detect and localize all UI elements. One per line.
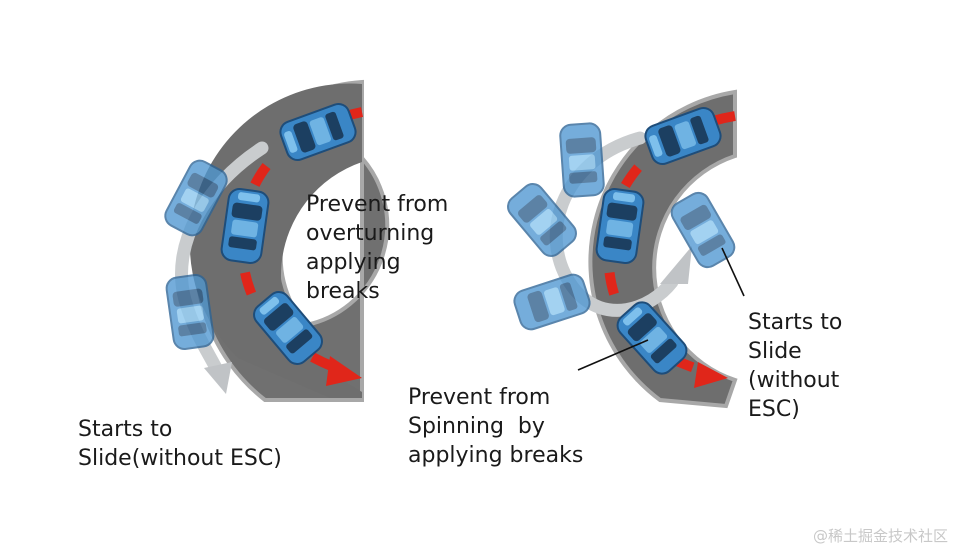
arrow-icon	[694, 362, 728, 388]
label-prevent-spinning: Prevent from Spinning by applying breaks	[408, 385, 584, 468]
car-icon	[510, 270, 594, 334]
arrow-icon	[326, 356, 362, 386]
car-icon	[558, 121, 606, 199]
label-prevent-overturning: Prevent from overturning applying breaks	[306, 192, 449, 304]
leader-line	[577, 339, 649, 371]
arrow-icon	[660, 246, 692, 284]
leader-line	[721, 247, 745, 297]
car-icon	[219, 186, 271, 266]
label-starts-to-slide-left: Starts to Slide(without ESC)	[78, 417, 282, 471]
label-starts-to-slide-right: Starts to Slide (without ESC)	[748, 310, 843, 422]
left-panel	[160, 79, 390, 402]
car-icon	[594, 186, 646, 266]
right-panel	[502, 89, 745, 409]
watermark: @稀土掘金技术社区	[812, 527, 948, 545]
arrow-icon	[204, 362, 232, 394]
car-icon	[164, 272, 216, 352]
